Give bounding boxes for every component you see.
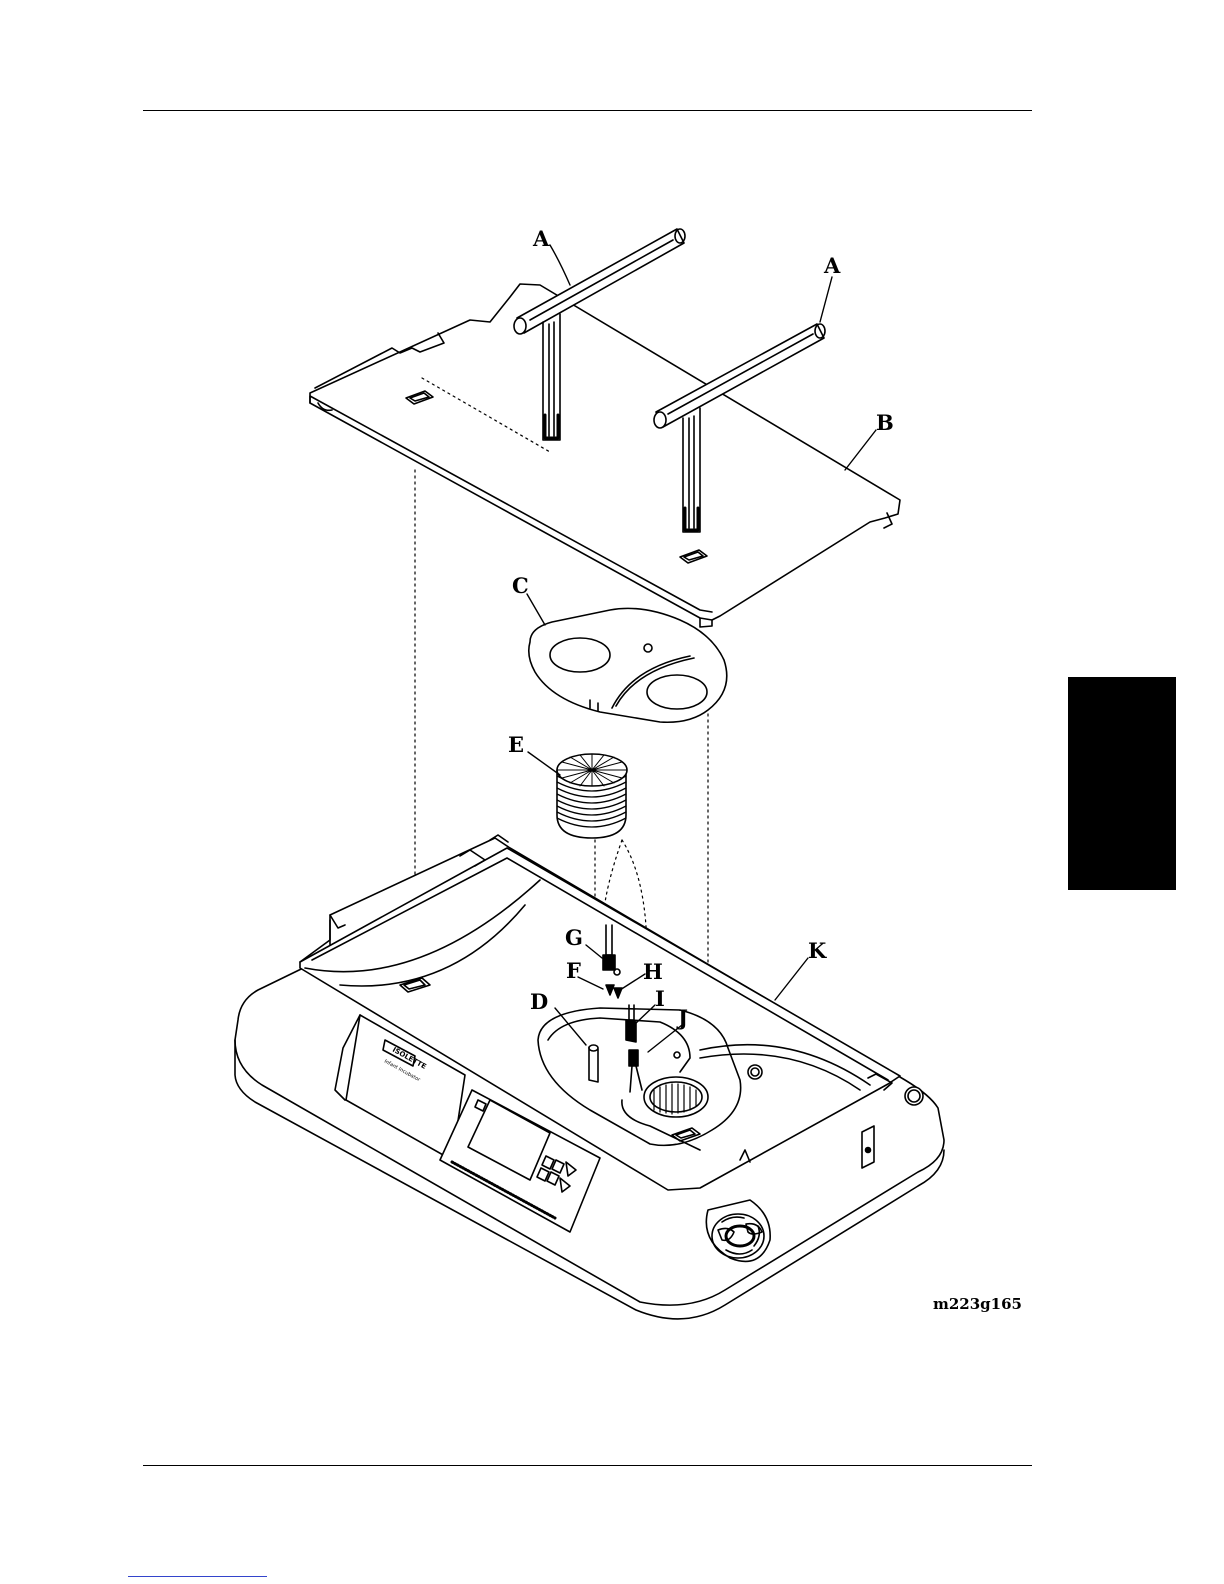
label-a-right: A	[823, 253, 841, 278]
label-e: E	[508, 732, 524, 757]
filter-stack	[557, 754, 627, 838]
label-a-left: A	[532, 226, 550, 251]
label-h: H	[643, 959, 663, 984]
figure-id: m223g165	[933, 1295, 1022, 1313]
base-unit	[235, 835, 944, 1319]
label-b: B	[876, 410, 894, 435]
label-g: G	[565, 925, 583, 950]
label-c: C	[512, 573, 529, 598]
label-f: F	[566, 958, 581, 983]
label-d: D	[530, 989, 548, 1014]
label-j: J	[676, 1005, 688, 1030]
label-i: I	[655, 986, 665, 1011]
label-k: K	[808, 938, 827, 963]
plate-c	[529, 608, 727, 722]
